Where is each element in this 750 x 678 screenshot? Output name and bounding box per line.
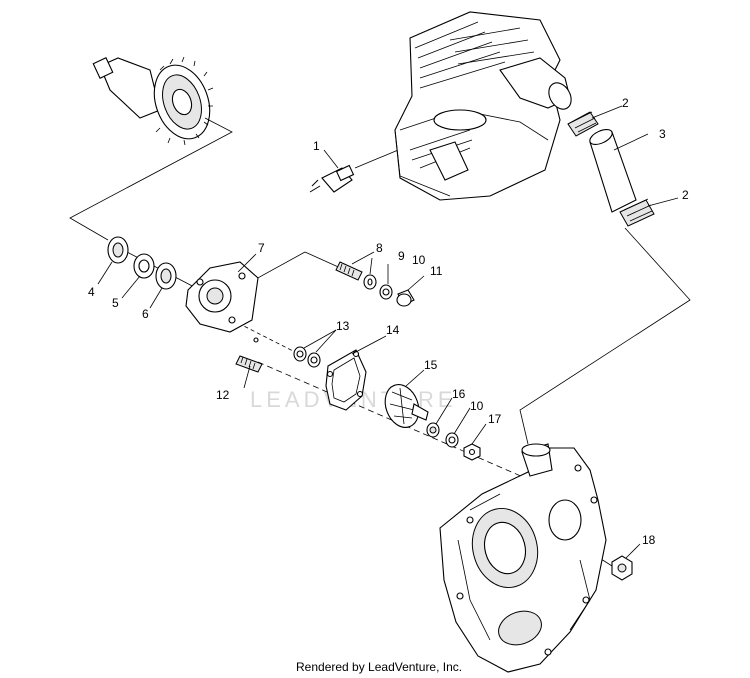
part-18-nut (611, 555, 633, 581)
callout-2-lower: 2 (682, 188, 689, 202)
callout-18: 18 (642, 533, 656, 547)
parts-16-10-17-seal-washer-nut (426, 422, 481, 461)
parts-8-11-stud-washers (335, 261, 415, 307)
callout-10-lower: 10 (470, 399, 484, 413)
callout-14: 14 (386, 323, 400, 337)
callout-13: 13 (336, 319, 350, 333)
part-13-orings (293, 346, 321, 368)
part-4-5-6-bearings (107, 236, 177, 290)
callout-9: 9 (398, 249, 405, 263)
balancer-gear-assembly (92, 56, 214, 146)
part-12-stud (235, 355, 263, 373)
callout-17: 17 (488, 412, 502, 426)
part-2-3-hose-clamps (567, 111, 655, 227)
callout-8: 8 (376, 241, 383, 255)
callout-16: 16 (452, 387, 466, 401)
callout-6: 6 (142, 307, 149, 321)
callout-3: 3 (659, 127, 666, 141)
callout-10-upper: 10 (412, 253, 426, 267)
callout-labels: 1 2 3 2 4 5 6 7 8 9 10 11 13 14 12 15 16… (88, 96, 689, 547)
part-15-impeller (384, 384, 429, 428)
part-7-pump-housing (185, 261, 259, 343)
callout-leaders (97, 105, 679, 559)
crankcase-cover (439, 443, 607, 673)
part-1-sensor (309, 164, 355, 193)
callout-11: 11 (430, 264, 443, 278)
footer-credit: Rendered by LeadVenture, Inc. (296, 660, 462, 674)
callout-12: 12 (216, 388, 230, 402)
callout-4: 4 (88, 285, 95, 299)
callout-15: 15 (424, 358, 438, 372)
callout-2-upper: 2 (622, 96, 629, 110)
callout-5: 5 (112, 296, 119, 310)
cylinder-assembly (394, 11, 572, 201)
callout-1: 1 (313, 139, 320, 153)
callout-7: 7 (258, 241, 265, 255)
part-14-gasket (325, 349, 367, 411)
